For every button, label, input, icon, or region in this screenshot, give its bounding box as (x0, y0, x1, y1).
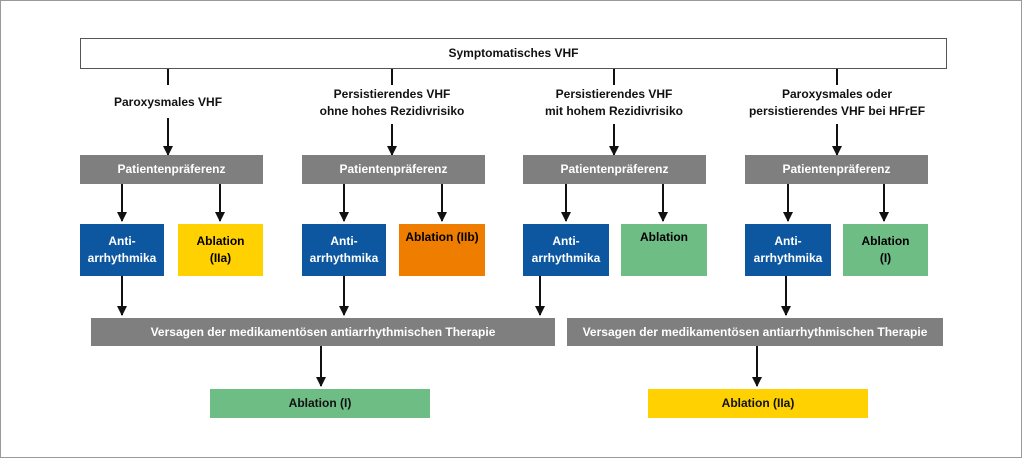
col4-label: Paroxysmales oder persistierendes VHF be… (748, 87, 926, 118)
col3-preference-box: Patientenpräferenz (523, 155, 706, 184)
col3-label: Persistierendes VHF mit hohem Rezidivris… (544, 87, 684, 118)
top-box: Symptomatisches VHF (80, 38, 947, 69)
col1-antiarrhythmika-box: Anti- arrhythmika (80, 224, 164, 276)
col1-label: Paroxysmales VHF (113, 95, 223, 109)
failure-right-box: Versagen der medikamentösen antiarrhythm… (567, 318, 943, 346)
col2-antiarrhythmika-box: Anti- arrhythmika (302, 224, 386, 276)
failure-left-box: Versagen der medikamentösen antiarrhythm… (91, 318, 555, 346)
col4-preference-box: Patientenpräferenz (745, 155, 928, 184)
col2-ablation-box: Ablation (IIb) (399, 224, 485, 276)
col1-preference-box: Patientenpräferenz (80, 155, 263, 184)
col3-ablation-box: Ablation (621, 224, 707, 276)
col3-antiarrhythmika-box: Anti- arrhythmika (523, 224, 609, 276)
col4-ablation-box: Ablation (I) (843, 224, 928, 276)
col2-label: Persistierendes VHF ohne hohes Rezidivri… (319, 87, 465, 118)
col1-ablation-box: Ablation (IIa) (178, 224, 263, 276)
col4-antiarrhythmika-box: Anti- arrhythmika (745, 224, 831, 276)
final-ablation-right-box: Ablation (IIa) (648, 389, 868, 418)
col2-preference-box: Patientenpräferenz (302, 155, 485, 184)
final-ablation-left-box: Ablation (I) (210, 389, 430, 418)
